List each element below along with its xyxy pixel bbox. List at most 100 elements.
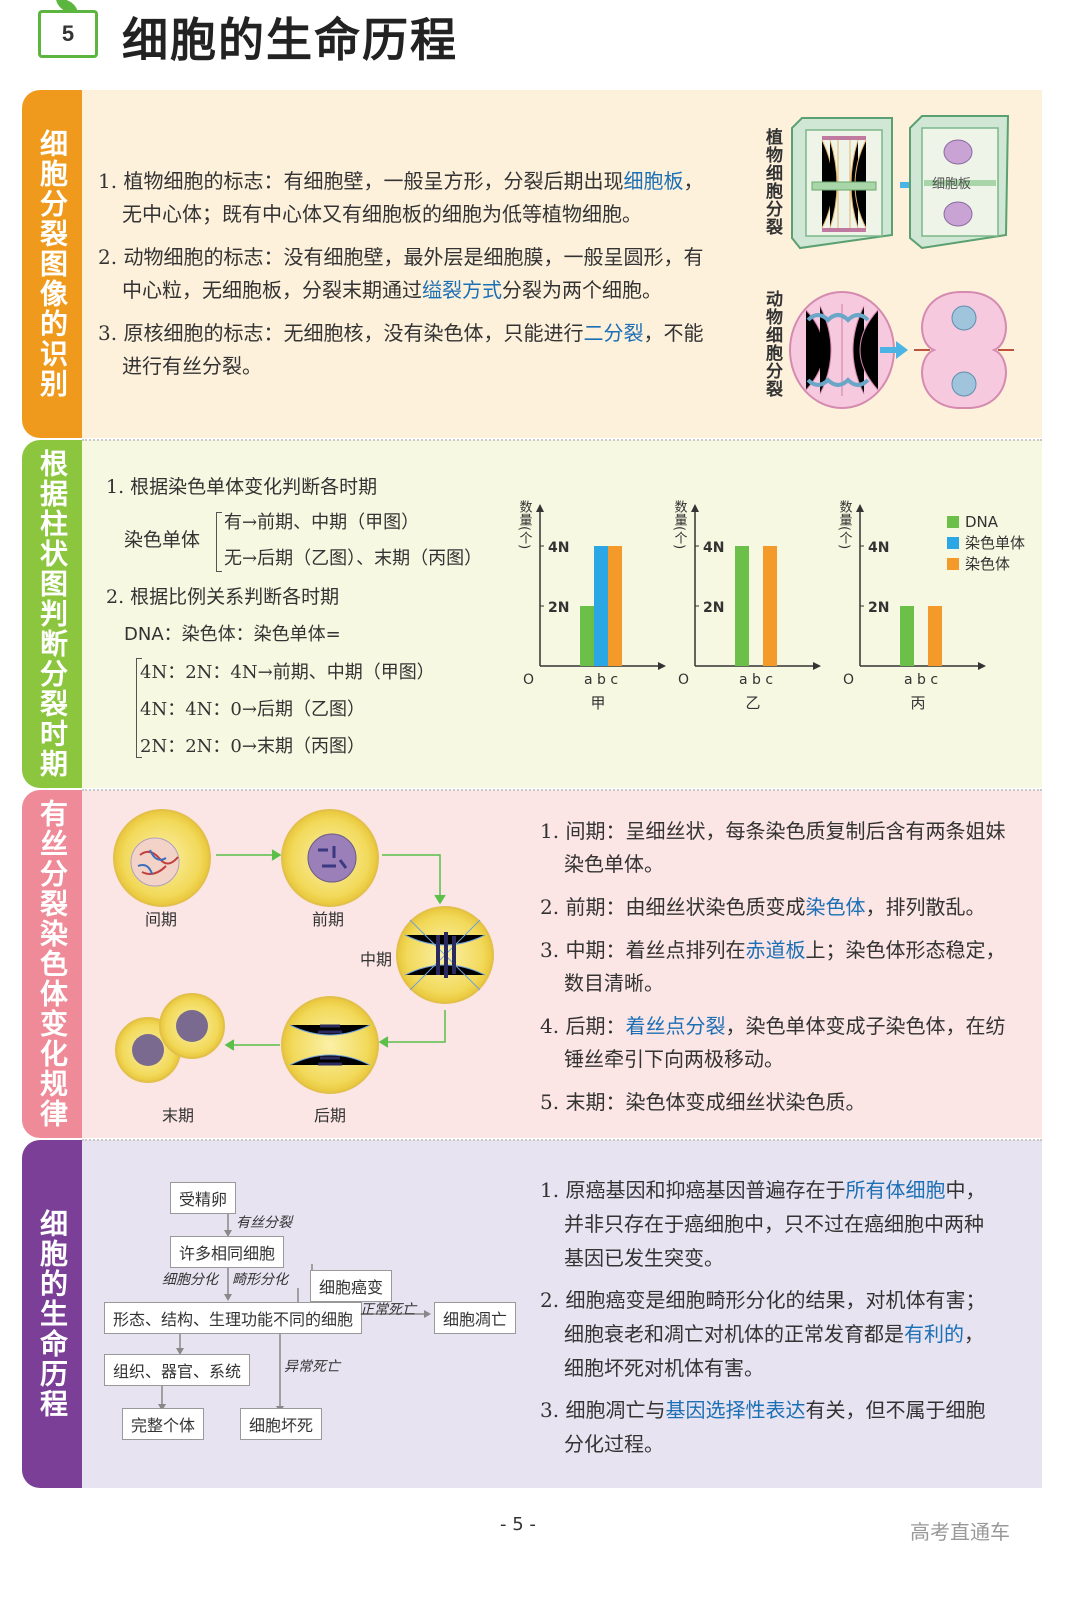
legend-label-dna: DNA	[965, 513, 999, 531]
s3-item-3: 3. 中期：着丝点排列在赤道板上；染色体形态稳定，	[540, 938, 1006, 962]
chart-x-arrow	[813, 662, 821, 670]
chart-title: 丙	[910, 694, 925, 712]
stage-label-prophase: 前期	[312, 910, 345, 929]
bar-dna	[580, 606, 594, 666]
page-number: - 5 -	[500, 1514, 536, 1535]
metaphase-cell	[396, 906, 494, 1004]
divider	[82, 789, 1042, 791]
chart-tick-label-2n: 2N	[548, 600, 569, 616]
s4-item-2-line2: 细胞衰老和凋亡对机体的正常发育都是有利的，	[564, 1322, 984, 1346]
ratio-row-1: 4N：2N：4N→前期、中期（甲图）	[140, 662, 435, 683]
section-tab-1: 细胞分裂图像的识别	[22, 90, 82, 438]
s3-item-1-line2: 染色单体。	[564, 852, 664, 876]
s4-item-1-line2: 并非只存在于癌细胞中，只不过在癌细胞中两种	[564, 1212, 984, 1236]
node-same-cells: 许多相同细胞	[170, 1236, 285, 1268]
bar-dna	[900, 606, 914, 666]
cycle-arrows	[216, 849, 446, 1051]
chromatid-label: 染色单体	[124, 529, 201, 551]
bar-chromatid	[594, 546, 608, 666]
chart-tick-label-4n: 4N	[548, 540, 569, 556]
chart-origin: O	[523, 672, 534, 688]
stage-label-telophase: 末期	[162, 1106, 195, 1125]
s2-heading-1: 1. 根据染色单体变化判断各时期	[106, 476, 378, 498]
chart-y-arrow	[691, 504, 699, 512]
brace	[136, 658, 142, 758]
s4-item-3-line2: 分化过程。	[564, 1432, 664, 1456]
s3-item-2: 2. 前期：由细丝状染色质变成染色体，排列散乱。	[540, 895, 986, 919]
node-canceration: 细胞癌变	[310, 1270, 393, 1302]
arrow-right-icon	[880, 341, 908, 359]
s1-item-2: 2. 动物细胞的标志：没有细胞壁，最外层是细胞膜，一般呈圆形，有	[98, 245, 704, 269]
s2-ratio-list: 4N：2N：4N→前期、中期（甲图） 4N：4N：0→后期（乙图） 2N：2N：…	[140, 654, 435, 765]
ratio-row-3: 2N：2N：0→末期（丙图）	[140, 736, 365, 757]
node-individual: 完整个体	[122, 1408, 205, 1440]
bar-dna	[735, 546, 749, 666]
chart-x-tick-labels: a b c	[584, 672, 618, 688]
chart-x-tick-labels: a b c	[739, 672, 773, 688]
chart-origin: O	[678, 672, 689, 688]
chart-x-arrow	[978, 662, 986, 670]
animal-cell-telophase	[914, 290, 1014, 410]
s2-no-chromatid: 无→后期（乙图）、末期（丙图）	[224, 548, 483, 569]
anaphase-cell	[281, 996, 379, 1094]
mitosis-cycle-diagram	[113, 809, 494, 1094]
brand-watermark: 高考直通车	[910, 1520, 1010, 1544]
s1-item-2-line2: 中心粒，无细胞板，分裂末期通过缢裂方式分裂为两个细胞。	[122, 278, 662, 302]
panel-mitosis-changes	[82, 790, 1042, 1138]
divider	[82, 439, 1042, 441]
chart-tick-label-2n: 2N	[703, 600, 724, 616]
s4-text: 1. 原癌基因和抑癌基因普遍存在于所有体细胞中， 并非只存在于癌细胞中，只不过在…	[540, 1173, 1035, 1461]
s3-item-4: 4. 后期：着丝点分裂，染色单体变成子染色体，在纺	[540, 1014, 1006, 1038]
telophase-cell	[115, 993, 225, 1083]
chart-x-arrow	[658, 662, 666, 670]
s1-item-1: 1. 植物细胞的标志：有细胞壁，一般呈方形，分裂后期出现细胞板，	[98, 169, 704, 193]
interphase-cell	[113, 809, 211, 907]
brace	[216, 512, 222, 572]
animal-cell-anaphase	[789, 291, 895, 409]
node-zygote: 受精卵	[170, 1182, 237, 1214]
node-apoptosis: 细胞凋亡	[434, 1302, 517, 1334]
bar-chromosome	[608, 546, 622, 666]
chart-tick-label-4n: 4N	[703, 540, 724, 556]
legend-swatch-dna	[947, 516, 959, 528]
node-tissues: 组织、器官、系统	[104, 1354, 251, 1386]
legend-label-chromatid: 染色单体	[965, 534, 1025, 552]
s3-item-5: 5. 末期：染色体变成细丝状染色质。	[540, 1090, 866, 1114]
s2-text: 1. 根据染色单体变化判断各时期	[106, 470, 526, 504]
cell-division-illustration: 细胞板	[789, 115, 1014, 410]
s4-item-2: 2. 细胞癌变是细胞畸形分化的结果，对机体有害；	[540, 1288, 986, 1312]
edge-abnormal-death: 异常死亡	[284, 1359, 340, 1375]
section-tab-4: 细胞的生命历程	[22, 1140, 82, 1488]
section-tab-2: 根据柱状图判断分裂时期	[22, 440, 82, 788]
legend-swatch-chromosome	[947, 558, 959, 570]
panel-bar-chart-judgement	[82, 440, 1042, 788]
legend-swatch-chromatid	[947, 537, 959, 549]
s2-heading-2: 2. 根据比例关系判断各时期	[106, 586, 340, 608]
s4-item-3: 3. 细胞凋亡与基因选择性表达有关，但不属于细胞	[540, 1398, 986, 1422]
chapter-number: 5	[61, 21, 75, 46]
chart-tick-label-4n: 4N	[868, 540, 889, 556]
prophase-cell	[281, 809, 379, 907]
animal-division-label: 动物细胞分裂	[762, 290, 782, 398]
chart-y-label: 数量(个)	[837, 500, 853, 549]
ratio-row-2: 4N：4N：0→后期（乙图）	[140, 699, 365, 720]
plant-division-label: 植物细胞分裂	[762, 128, 782, 236]
chart-y-arrow	[856, 504, 864, 512]
edge-normal-death: 正常死亡	[360, 1302, 416, 1318]
section-tab-3: 有丝分裂染色体变化规律	[22, 790, 82, 1138]
s3-item-1: 1. 间期：呈细丝状，每条染色质复制后含有两条姐妹	[540, 819, 1006, 843]
chart-y-label: 数量(个)	[672, 500, 688, 549]
chart-origin: O	[843, 672, 854, 688]
chart-title: 乙	[745, 694, 760, 712]
bar-chromosome	[928, 606, 942, 666]
cell-plate-label: 细胞板	[932, 177, 971, 192]
s3-item-3-line2: 数目清晰。	[564, 971, 664, 995]
legend-label-chromosome: 染色体	[965, 555, 1010, 573]
s4-item-1: 1. 原癌基因和抑癌基因普遍存在于所有体细胞中，	[540, 1178, 986, 1202]
stage-label-anaphase: 后期	[314, 1106, 347, 1125]
s1-item-3: 3. 原核细胞的标志：无细胞核，没有染色体，只能进行二分裂，不能	[98, 321, 704, 345]
s2-has-chromatid: 有→前期、中期（甲图）	[224, 512, 420, 533]
page-title: 细胞的生命历程	[122, 13, 458, 67]
s1-item-1-line2: 无中心体；既有中心体又有细胞板的细胞为低等植物细胞。	[122, 202, 642, 226]
s3-item-4-line2: 锤丝牵引下向两极移动。	[564, 1047, 784, 1071]
